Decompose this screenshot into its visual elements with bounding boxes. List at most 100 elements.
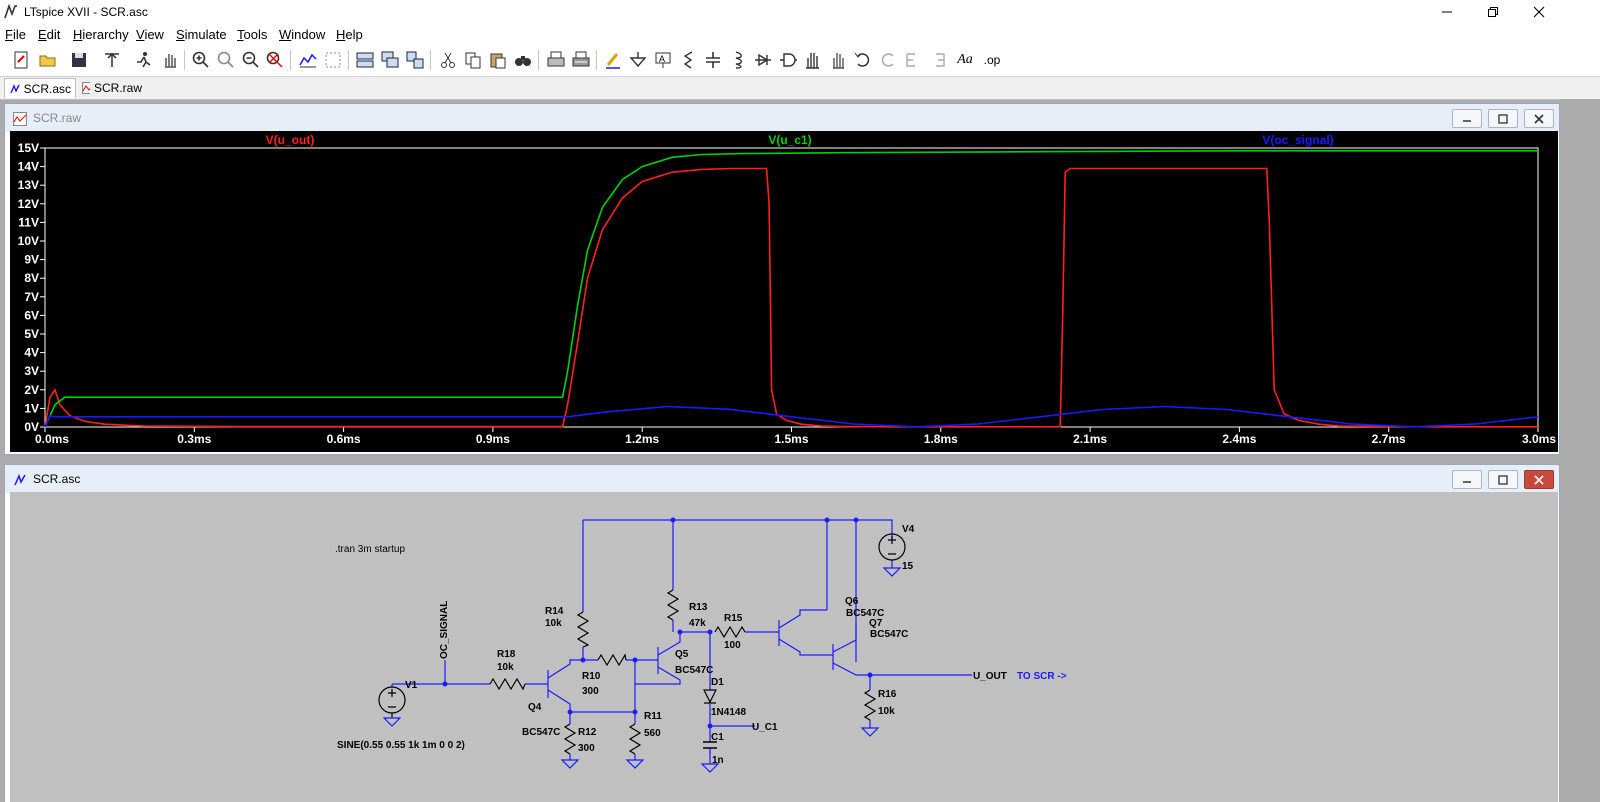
diode-button[interactable] — [752, 49, 774, 71]
minimize-icon — [1442, 11, 1452, 13]
zoom-fit-button[interactable] — [264, 49, 286, 71]
capacitor-button[interactable] — [702, 49, 724, 71]
menu-bar: File Edit Hierarchy View Simulate Tools … — [0, 24, 1600, 44]
copy-icon — [465, 52, 481, 69]
schematic-drawing[interactable]: .tran 3m startup V1 SINE(0.55 0.55 1k 1m… — [10, 492, 1558, 802]
waveform-close-button[interactable] — [1524, 109, 1554, 128]
open-button[interactable] — [37, 49, 59, 71]
spice-directive-icon: .op — [983, 53, 1001, 67]
menu-hierarchy[interactable]: Hierarchy — [73, 27, 129, 42]
zoom-out-icon — [242, 51, 259, 68]
cascade-button[interactable] — [379, 49, 401, 71]
control-panel-button[interactable] — [101, 49, 123, 71]
menu-help[interactable]: Help — [336, 27, 363, 42]
v1-label: V1 — [405, 680, 418, 691]
waveform-chart[interactable]: 0V1V2V3V4V5V6V7V8V9V10V11V12V13V14V15V0.… — [10, 131, 1558, 452]
undo-button[interactable] — [852, 49, 874, 71]
resistor-button[interactable] — [677, 49, 699, 71]
x-tick-label: 1.8ms — [924, 432, 958, 446]
y-tick-label: 15V — [18, 141, 39, 155]
rotate-button[interactable] — [902, 49, 924, 71]
tile-horizontal-button[interactable] — [354, 49, 376, 71]
schematic-canvas[interactable]: .tran 3m startup V1 SINE(0.55 0.55 1k 1m… — [10, 492, 1558, 802]
series-line-1 — [44, 167, 1538, 428]
y-tick-label: 10V — [18, 234, 39, 248]
y-tick-label: 1V — [24, 401, 39, 415]
spice-directive-button[interactable]: .op — [981, 49, 1003, 71]
minimize-button[interactable] — [1424, 0, 1470, 24]
pan-button[interactable] — [159, 49, 181, 71]
menu-window-label: indow — [291, 27, 326, 42]
run-icon — [137, 52, 151, 68]
schematic-maximize-button[interactable] — [1488, 470, 1518, 489]
menu-tools[interactable]: Tools — [237, 27, 267, 42]
redo-button[interactable] — [877, 49, 899, 71]
component-button[interactable] — [777, 49, 799, 71]
toolbar-separator — [538, 50, 539, 70]
autorange-button[interactable] — [297, 49, 319, 71]
copy-button[interactable] — [462, 49, 484, 71]
title-bar: LTspice XVII - SCR.asc — [0, 0, 1600, 24]
menu-file[interactable]: File — [5, 27, 26, 42]
zoom-back-button[interactable] — [215, 49, 237, 71]
run-button[interactable] — [133, 49, 155, 71]
print-setup-button[interactable] — [570, 49, 592, 71]
close-button[interactable] — [1516, 0, 1562, 24]
menu-view-accel: V — [136, 27, 145, 42]
menu-simulate[interactable]: Simulate — [176, 27, 227, 42]
menu-tools-accel: T — [237, 27, 244, 42]
menu-view[interactable]: View — [136, 27, 164, 42]
cascade-icon — [381, 51, 399, 68]
schematic-close-button[interactable] — [1524, 470, 1554, 489]
menu-edit-accel: E — [38, 27, 47, 42]
y-tick-label: 3V — [24, 364, 39, 378]
waveform-minimize-button[interactable] — [1452, 109, 1482, 128]
label-net-button[interactable]: A — [652, 49, 674, 71]
ground-button[interactable] — [627, 49, 649, 71]
move-button[interactable] — [802, 49, 824, 71]
x-tick-label: 1.5ms — [774, 432, 808, 446]
y-tick-label: 4V — [24, 346, 39, 360]
tile-vertical-button[interactable] — [404, 49, 426, 71]
menu-help-label: elp — [345, 27, 363, 42]
inductor-icon — [735, 51, 742, 69]
schematic-minimize-button[interactable] — [1452, 470, 1482, 489]
redo-icon — [881, 53, 894, 67]
tab-scr-asc[interactable]: SCR.asc — [4, 78, 76, 98]
zoom-in-button[interactable] — [190, 49, 212, 71]
new-schematic-button[interactable] — [11, 49, 33, 71]
tab-scr-raw[interactable]: SCR.raw — [78, 78, 146, 98]
menu-edit[interactable]: Edit — [38, 27, 60, 42]
mdi-background — [1560, 99, 1600, 802]
x-tick-label: 0.9ms — [476, 432, 510, 446]
toolbar: A Aa .op — [0, 44, 1600, 77]
q4-model: BC547C — [522, 727, 560, 738]
toolbar-separator — [596, 50, 597, 70]
print-setup-icon — [572, 51, 590, 67]
drag-button[interactable] — [827, 49, 849, 71]
cut-button[interactable] — [437, 49, 459, 71]
waveform-maximize-button[interactable] — [1488, 109, 1518, 128]
menu-hierarchy-accel: H — [73, 27, 83, 42]
grid-button[interactable] — [322, 49, 344, 71]
print-button[interactable] — [545, 49, 567, 71]
save-button[interactable] — [68, 49, 90, 71]
zoom-out-button[interactable] — [240, 49, 262, 71]
r10-value: 300 — [582, 686, 599, 697]
text-button[interactable]: Aa — [954, 49, 976, 71]
paste-button[interactable] — [487, 49, 509, 71]
menu-window[interactable]: Window — [279, 27, 325, 42]
waveform-window-title: SCR.raw — [33, 111, 82, 125]
y-tick-label: 7V — [24, 290, 39, 304]
inductor-button[interactable] — [727, 49, 749, 71]
legend-entry: V(u_c1) — [768, 133, 811, 147]
draw-wire-button[interactable] — [602, 49, 624, 71]
component-icon — [780, 53, 797, 67]
draw-wire-icon — [606, 53, 620, 69]
toolbar-separator — [430, 50, 431, 70]
y-tick-label: 6V — [24, 308, 39, 322]
mirror-button[interactable] — [927, 49, 949, 71]
find-button[interactable] — [512, 49, 534, 71]
restore-button[interactable] — [1470, 0, 1516, 24]
